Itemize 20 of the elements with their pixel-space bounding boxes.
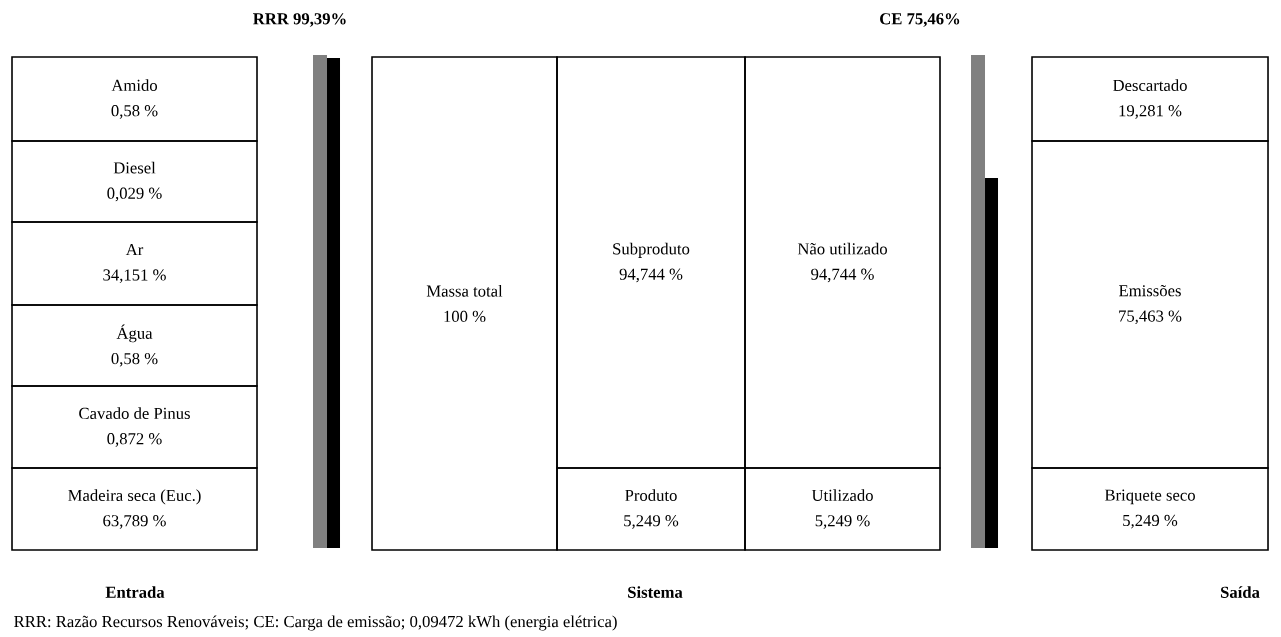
table-cell: Utilizado 5,249 % <box>744 467 941 551</box>
table-cell: Amido 0,58 % <box>11 56 258 142</box>
heading: CE 75,46% <box>880 13 960 27</box>
table-cell: Não utilizado 94,744 % <box>744 56 941 469</box>
table-cell: Madeira seca (Euc.) 63,789 % <box>11 467 258 551</box>
heading: Saída <box>1220 586 1260 598</box>
table-cell: Descartado 19,281 % <box>1031 56 1269 142</box>
caption: RRR: Razão Recursos Renováveis; CE: Carga de emissão; 0,09472 kWh (energia elétrica) <box>14 615 617 631</box>
heading: RRR 99,39% <box>253 13 346 27</box>
table-cell: Cavado de Pinus 0,872 % <box>11 385 258 469</box>
table-cell: Diesel 0,029 % <box>11 140 258 223</box>
table-cell: Ar 34,151 % <box>11 221 258 306</box>
heading: Sistema <box>628 586 683 598</box>
table-cell: Subproduto 94,744 % <box>556 56 746 469</box>
table-cell: Briquete seco 5,249 % <box>1031 467 1269 551</box>
table-cell: Água 0,58 % <box>11 304 258 387</box>
table-cell: Emissões 75,463 % <box>1031 140 1269 469</box>
heading: Entrada <box>105 586 165 598</box>
table-cell: Massa total 100 % <box>371 56 558 551</box>
table-cell: Produto 5,249 % <box>556 467 746 551</box>
